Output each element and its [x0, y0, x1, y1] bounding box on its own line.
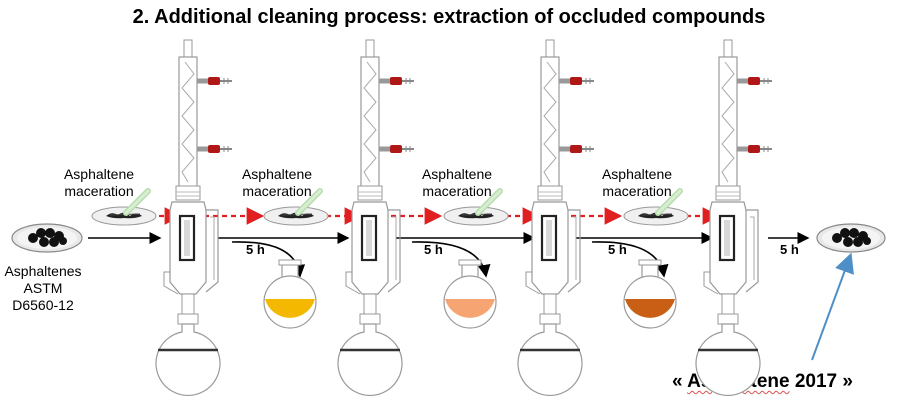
collection-flask	[263, 259, 317, 329]
pointer-arrow	[811, 252, 854, 361]
quote-close: »	[842, 371, 853, 392]
source-label-line: ASTM	[23, 280, 63, 296]
maceration-label: Asphaltene maceration	[590, 166, 684, 200]
duration-label: 5 h	[246, 242, 265, 257]
maceration-label-line: maceration	[602, 183, 672, 199]
maceration-label-line: Asphaltene	[601, 166, 673, 182]
maceration-label: Asphaltene maceration	[52, 166, 146, 200]
maceration-dish	[92, 191, 156, 225]
maceration-label-line: maceration	[64, 183, 134, 199]
maceration-label: Asphaltene maceration	[410, 166, 504, 200]
maceration-label-line: maceration	[242, 183, 312, 199]
duration-label: 5 h	[780, 242, 799, 257]
soxhlet-extractor	[696, 40, 772, 395]
source-label-line: Asphaltenes	[4, 263, 82, 279]
maceration-label-line: Asphaltene	[241, 166, 313, 182]
soxhlet-extractor	[156, 40, 232, 395]
maceration-dish	[264, 191, 328, 225]
collection-arrow	[231, 241, 306, 278]
maceration-label: Asphaltene maceration	[230, 166, 324, 200]
duration-label: 5 h	[608, 242, 627, 257]
duration-label: 5 h	[424, 242, 443, 257]
maceration-label-line: maceration	[422, 183, 492, 199]
maceration-label-line: Asphaltene	[63, 166, 135, 182]
maceration-label-line: Asphaltene	[421, 166, 493, 182]
soxhlet-extractor	[518, 40, 594, 395]
collection-flask	[623, 259, 677, 329]
collection-arrow	[591, 241, 669, 278]
source-label: Asphaltenes ASTM D6560-12	[2, 263, 84, 314]
maceration-dish	[444, 191, 508, 225]
diagram-title: 2. Additional cleaning process: extracti…	[132, 6, 766, 28]
final-product-year: 2017	[794, 371, 838, 392]
source-label-line: D6560-12	[12, 297, 74, 313]
quote-open: «	[672, 371, 683, 392]
collection-arrow	[411, 241, 491, 278]
source-sample-dish	[11, 223, 83, 253]
maceration-dish	[624, 191, 688, 225]
collection-flask	[443, 259, 497, 329]
final-sample-dish	[816, 223, 886, 253]
soxhlet-extractor	[338, 40, 414, 395]
